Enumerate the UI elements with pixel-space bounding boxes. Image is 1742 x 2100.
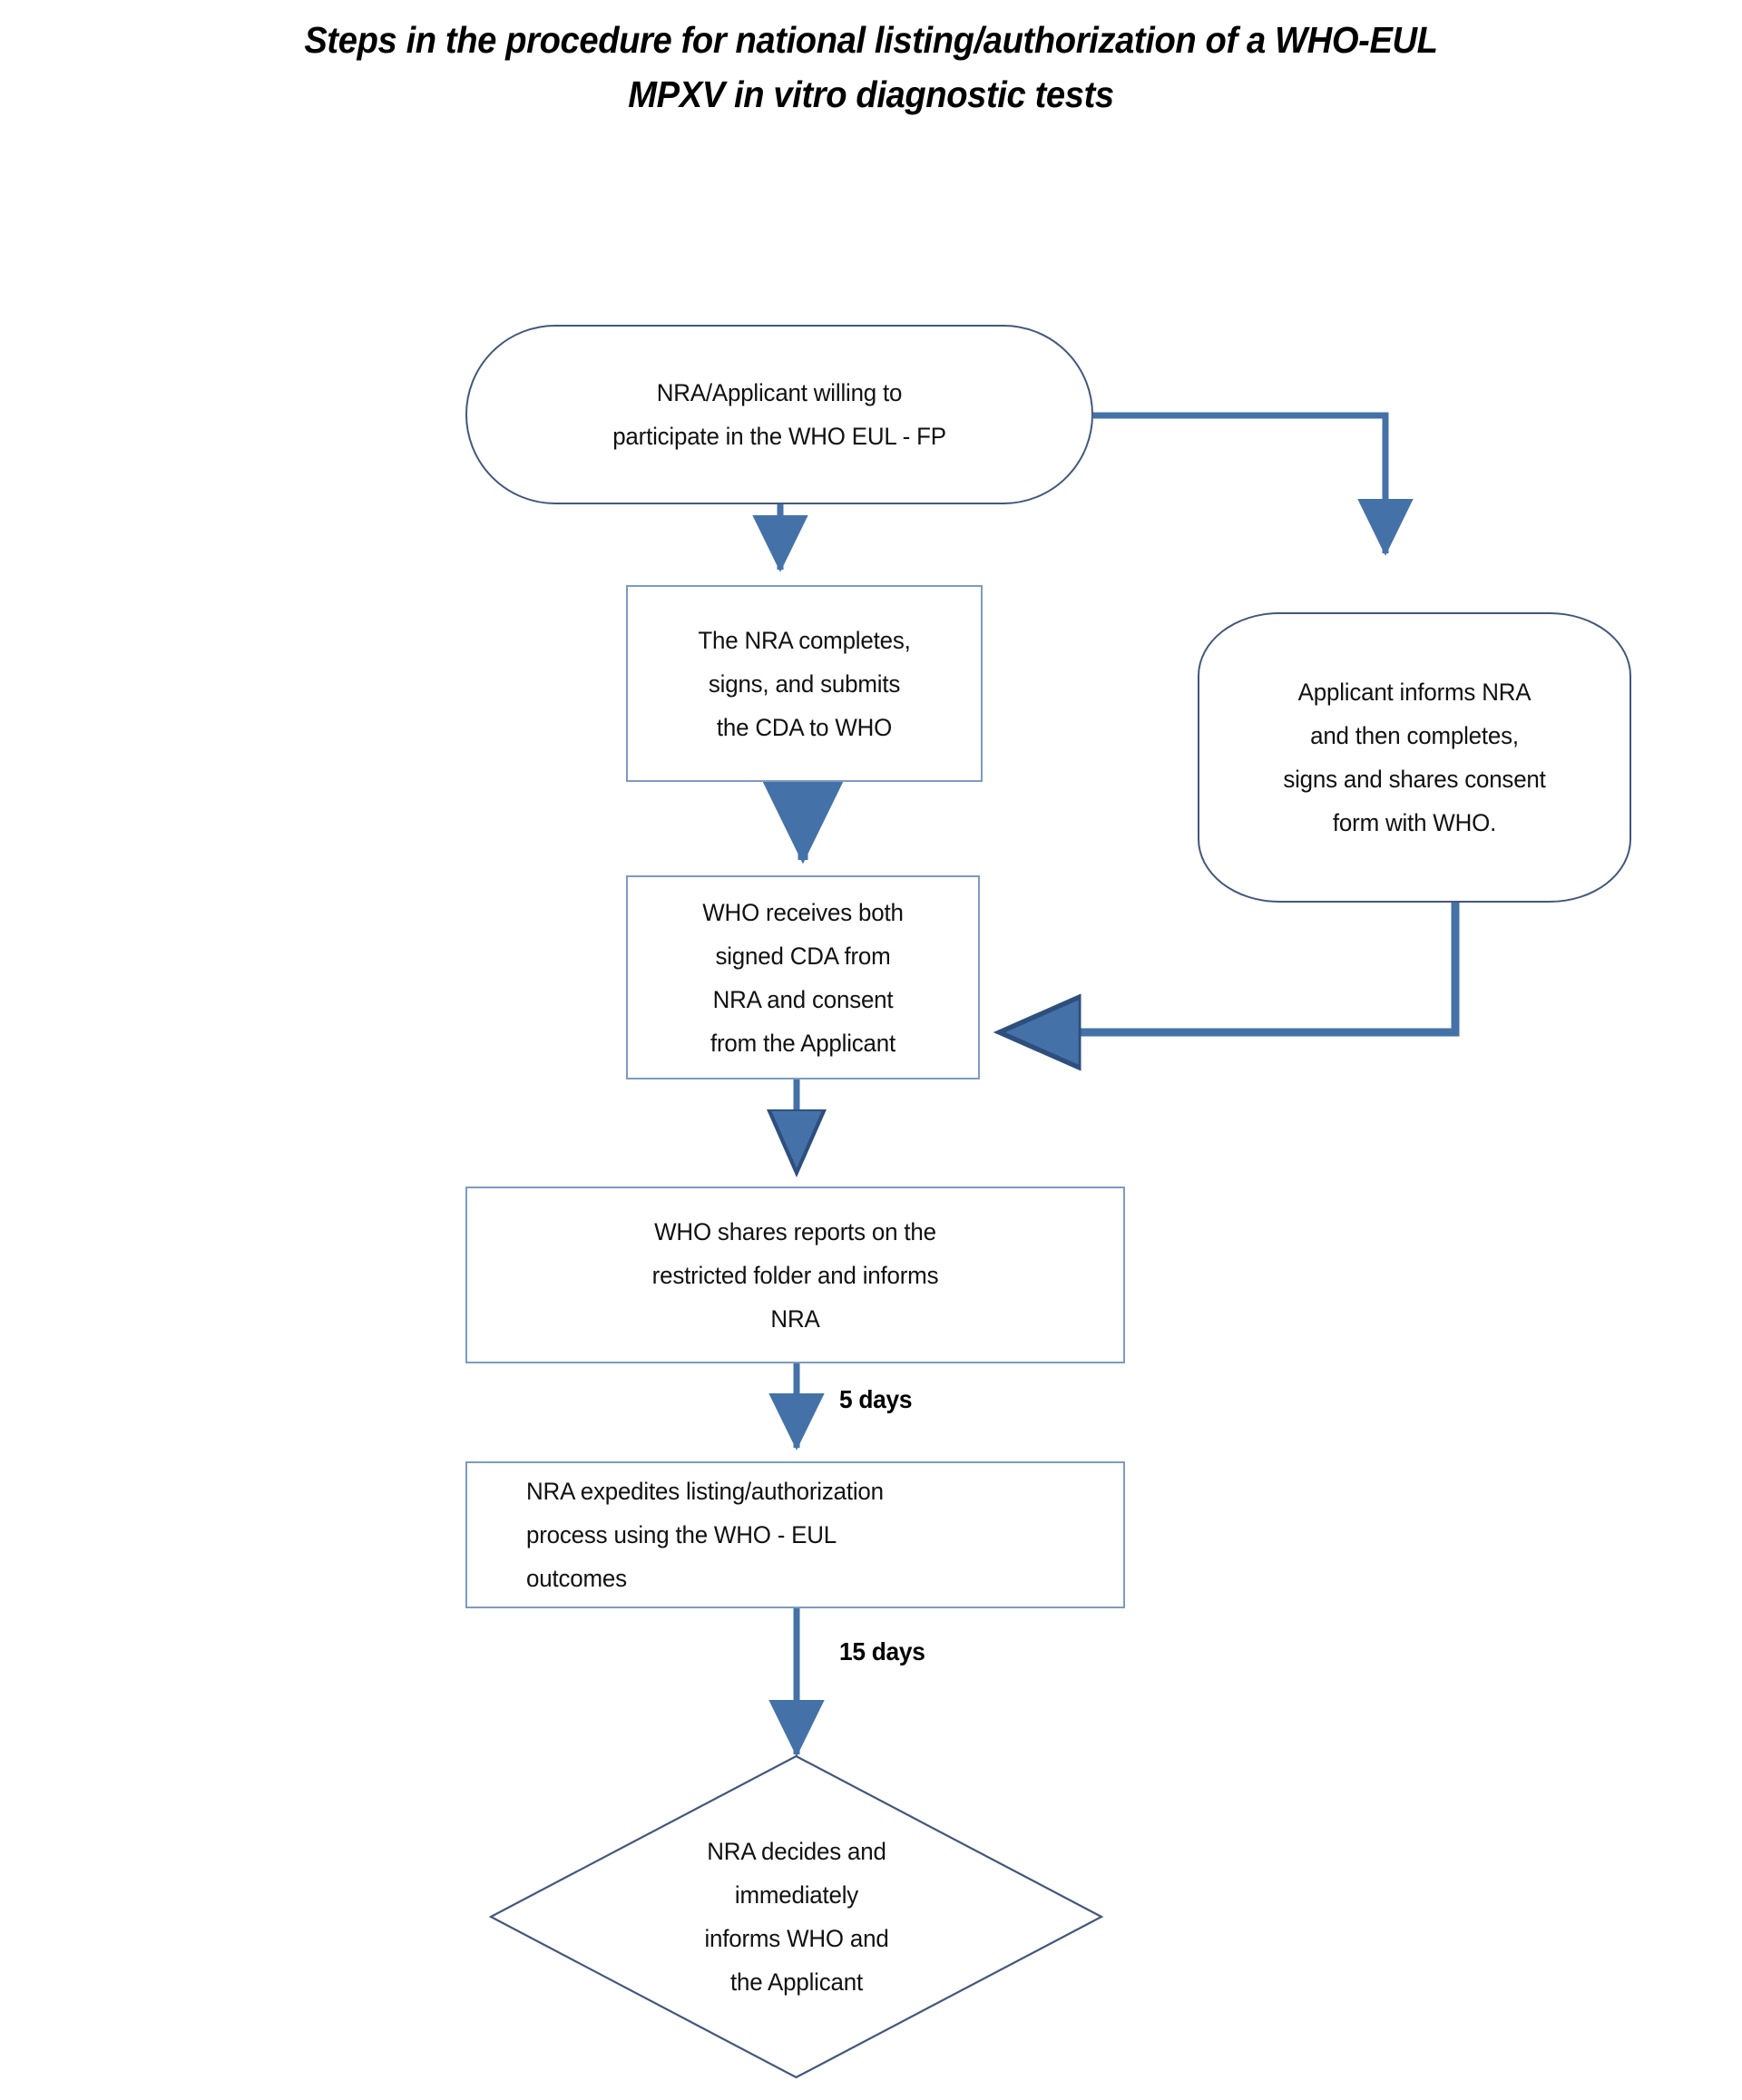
page-title-line-1: Steps in the procedure for national list…: [304, 19, 1438, 61]
edge-label-five-days: 5 days: [839, 1385, 913, 1413]
node-who-shares[interactable]: WHO shares reports on the restricted fol…: [465, 1187, 1125, 1363]
node-who-shares-label: WHO shares reports on the restricted fol…: [651, 1217, 939, 1333]
node-applicant-consent-label: Applicant informs NRA and then completes…: [1283, 679, 1546, 836]
page-title: Steps in the procedure for national list…: [61, 13, 1681, 122]
node-nra-expedites-label: NRA expedites listing/authorization proc…: [526, 1478, 884, 1592]
edge-label-fifteen-days: 15 days: [839, 1637, 925, 1665]
node-nra-decides[interactable]: NRA decides and immediately informs WHO …: [488, 1754, 1104, 2079]
diamond-shape: [488, 1754, 1104, 2079]
node-nra-expedites[interactable]: NRA expedites listing/authorization proc…: [465, 1461, 1125, 1608]
node-nra-decides-label-wrap: NRA decides and immediately informs WHO …: [490, 1755, 1102, 2078]
node-who-receives-label: WHO receives both signed CDA from NRA an…: [702, 898, 904, 1057]
node-nra-decides-label: NRA decides and immediately informs WHO …: [703, 1838, 889, 1996]
node-start-label: NRA/Applicant willing to participate in …: [612, 379, 946, 450]
node-nra-cda[interactable]: The NRA completes, signs, and submits th…: [626, 585, 983, 782]
node-nra-cda-label: The NRA completes, signs, and submits th…: [698, 626, 911, 741]
node-start[interactable]: NRA/Applicant willing to participate in …: [465, 325, 1093, 504]
page-title-line-2: MPXV in vitro diagnostic tests: [628, 73, 1114, 115]
connector-start-to-applicant-consent: [1093, 412, 1414, 556]
node-applicant-consent[interactable]: Applicant informs NRA and then completes…: [1198, 612, 1631, 903]
node-who-receives[interactable]: WHO receives both signed CDA from NRA an…: [626, 875, 980, 1079]
